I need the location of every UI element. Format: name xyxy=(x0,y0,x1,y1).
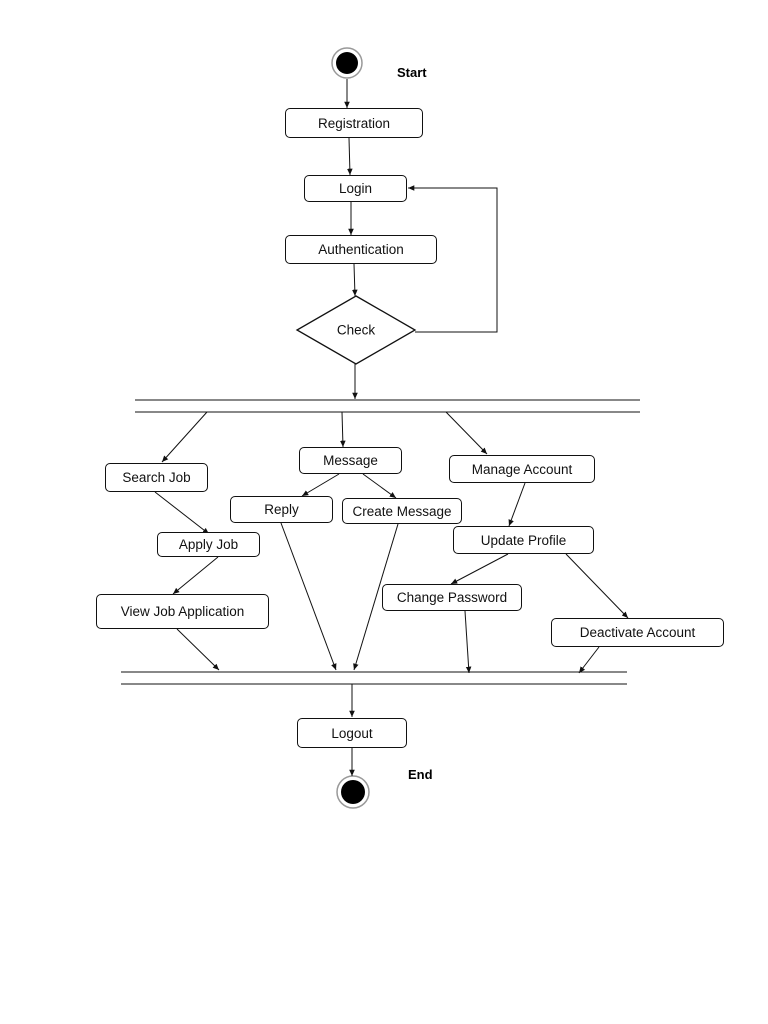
fork-bar xyxy=(135,399,640,413)
deactivate-account-node: Deactivate Account xyxy=(551,618,724,647)
edge-fork-search-job xyxy=(161,411,208,463)
edges xyxy=(154,79,629,776)
reply-node: Reply xyxy=(230,496,333,523)
end-node xyxy=(336,775,370,809)
change-password-node: Change Password xyxy=(382,584,522,611)
edge-update-profile-change-password xyxy=(450,553,509,585)
message-node: Message xyxy=(299,447,402,474)
edge-apply-job-view-application xyxy=(172,556,219,595)
create-message-node: Create Message xyxy=(342,498,462,524)
start-node xyxy=(331,47,363,79)
end-label: End xyxy=(408,767,433,782)
edge-view-application-join xyxy=(176,628,220,671)
edge-fork-message xyxy=(340,411,346,448)
check-decision xyxy=(295,295,417,365)
edge-create-message-join xyxy=(353,523,399,671)
edge-update-profile-deactivate xyxy=(565,553,629,619)
search-job-node: Search Job xyxy=(105,463,208,492)
edge-manage-account-update-profile xyxy=(508,482,526,527)
edge-registration-login xyxy=(347,137,353,176)
edge-search-job-apply-job xyxy=(154,491,210,535)
logout-node: Logout xyxy=(297,718,407,748)
registration-node: Registration xyxy=(285,108,423,138)
start-label: Start xyxy=(397,65,427,80)
view-job-application-node: View Job Application xyxy=(96,594,269,629)
apply-job-node: Apply Job xyxy=(157,532,260,557)
manage-account-node: Manage Account xyxy=(449,455,595,483)
edge-message-create-message xyxy=(362,473,397,499)
edge-deactivate-join xyxy=(578,646,600,674)
edge-authentication-check xyxy=(352,263,358,297)
edge-change-password-join xyxy=(464,610,472,674)
edge-check-login-loop xyxy=(408,185,498,333)
authentication-node: Authentication xyxy=(285,235,437,264)
edge-message-reply xyxy=(301,473,340,497)
join-bar xyxy=(121,671,627,685)
check-label: Check xyxy=(336,322,376,338)
edge-reply-join xyxy=(280,522,337,671)
login-node: Login xyxy=(304,175,407,202)
edge-fork-manage-account xyxy=(445,411,488,455)
update-profile-node: Update Profile xyxy=(453,526,594,554)
